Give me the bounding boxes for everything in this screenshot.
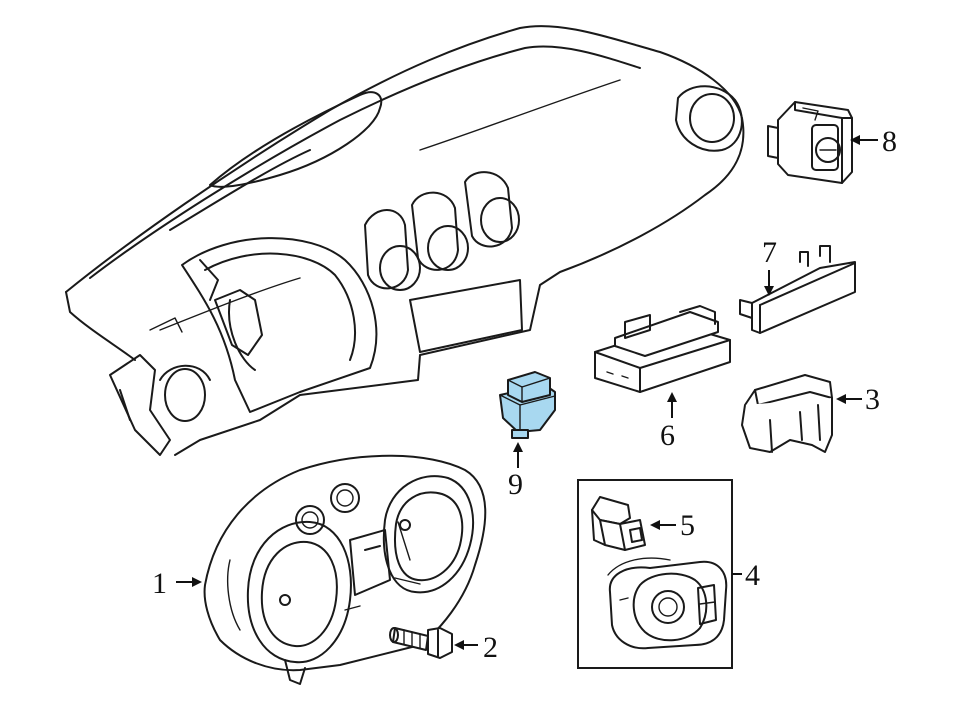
light-switch-unit [607,557,728,650]
dashboard-panel [65,25,745,456]
callout-label-4: 4 [745,559,760,592]
callout-label-7: 7 [762,236,777,269]
callout-label-5: 5 [680,509,695,542]
part-9-relay: 9 [499,371,556,501]
callout-label-8: 8 [882,125,897,158]
callout-label-9: 9 [508,468,523,501]
callout-label-1: 1 [152,567,167,600]
part-3-switch: 3 [741,374,880,453]
callout-label-6: 6 [660,419,675,452]
part-5-switch: 5 [591,496,695,551]
part-2-bolt: 2 [389,627,498,664]
callout-label-2: 2 [483,631,498,664]
callout-label-3: 3 [865,383,880,416]
part-6-switch: 6 [594,305,731,452]
part-7-trim: 7 [739,236,856,334]
part-1-instrument-cluster: 1 [152,454,487,685]
part-4-switch-group: 4 5 [577,479,760,669]
part-8-headlight-switch: 8 [767,101,897,184]
